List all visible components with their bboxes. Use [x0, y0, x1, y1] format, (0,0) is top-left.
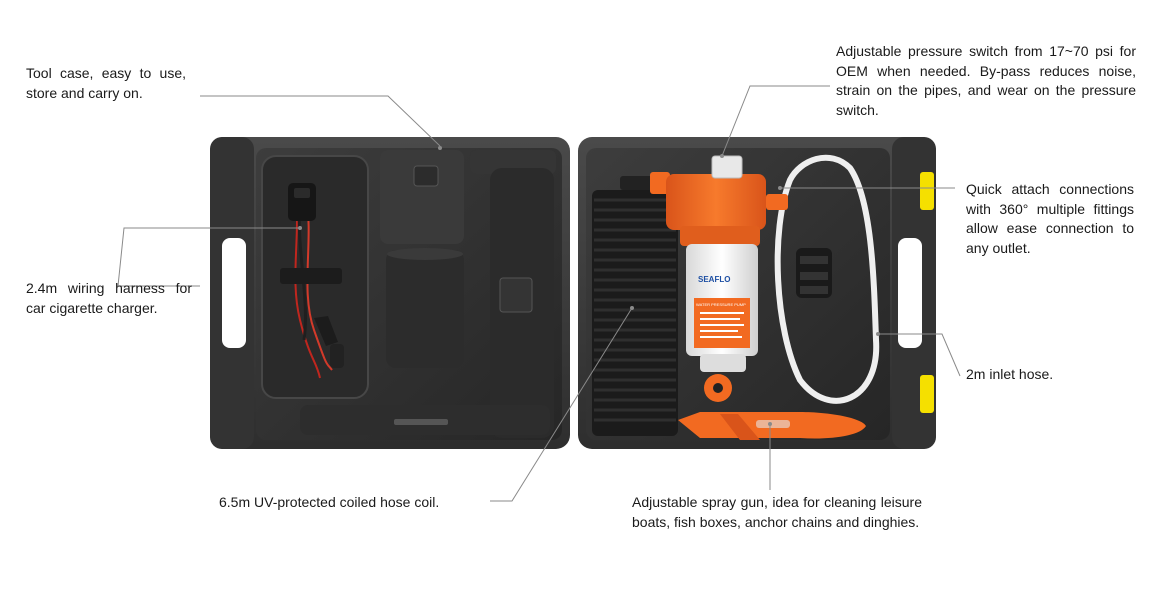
- pressure-switch-callout-line: [721, 85, 830, 157]
- inlet-hose-annotation: 2m inlet hose.: [966, 366, 1054, 382]
- case-left-half: [210, 137, 570, 449]
- spray-gun-illustration: [678, 412, 866, 440]
- inlet-hose-callout-line: [878, 333, 961, 377]
- coiled-hose-illustration: [592, 190, 678, 436]
- tool-case-callout-dot: [438, 146, 442, 150]
- wiring-callout-line: [117, 227, 300, 287]
- case-right-half: SEAFLO WATER PRESSURE PUMP: [578, 137, 936, 449]
- coiled-hose-annotation: 6.5m UV-protected coiled hose coil.: [219, 494, 440, 510]
- inlet-hose-callout-dot: [876, 332, 880, 336]
- callout-lines: [117, 85, 961, 502]
- tool-case-annotation: Tool case, easy to use, store and carry …: [26, 65, 186, 101]
- spray-gun-annotation: Adjustable spray gun, idea for cleaning …: [632, 494, 922, 530]
- pump-brand-text: SEAFLO: [698, 275, 730, 284]
- quick-attach-callout-dot: [778, 186, 782, 190]
- coiled-hose-callout-dot: [630, 306, 634, 310]
- pump-illustration: SEAFLO WATER PRESSURE PUMP: [620, 155, 788, 402]
- quick-attach-annotation: Quick attach connections with 360° multi…: [966, 181, 1134, 256]
- wiring-harness-annotation: 2.4m wiring harness for car cigarette ch…: [26, 280, 192, 316]
- wiring-callout-dot: [298, 226, 302, 230]
- pressure-switch-annotation: Adjustable pressure switch from 17~70 ps…: [836, 43, 1136, 118]
- spray-gun-callout-dot: [768, 422, 772, 426]
- pump-label-title: WATER PRESSURE PUMP: [696, 302, 746, 307]
- wiring-harness-illustration: [280, 183, 344, 379]
- tool-case-callout-line: [200, 95, 441, 147]
- coiled-hose-callout-line: [490, 307, 633, 502]
- inlet-hose-illustration: [774, 154, 880, 404]
- pressure-switch-callout-dot: [720, 154, 724, 158]
